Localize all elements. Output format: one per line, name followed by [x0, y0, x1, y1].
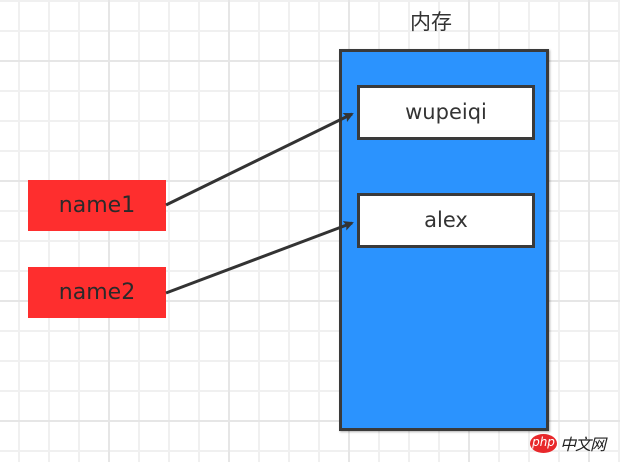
arrow-name1-to-wupeiqi	[165, 112, 354, 207]
memory-title: 内存	[410, 10, 452, 34]
variable-name1: name1	[28, 180, 166, 231]
php-logo-icon: php	[530, 433, 557, 453]
watermark-text: 中文网	[560, 435, 606, 454]
watermark: php 中文网	[530, 433, 606, 454]
arrow-name2-to-alex	[165, 221, 354, 295]
memory-cell-wupeiqi: wupeiqi	[357, 85, 535, 140]
memory-cell-alex: alex	[357, 193, 535, 248]
variable-name2: name2	[28, 267, 166, 318]
